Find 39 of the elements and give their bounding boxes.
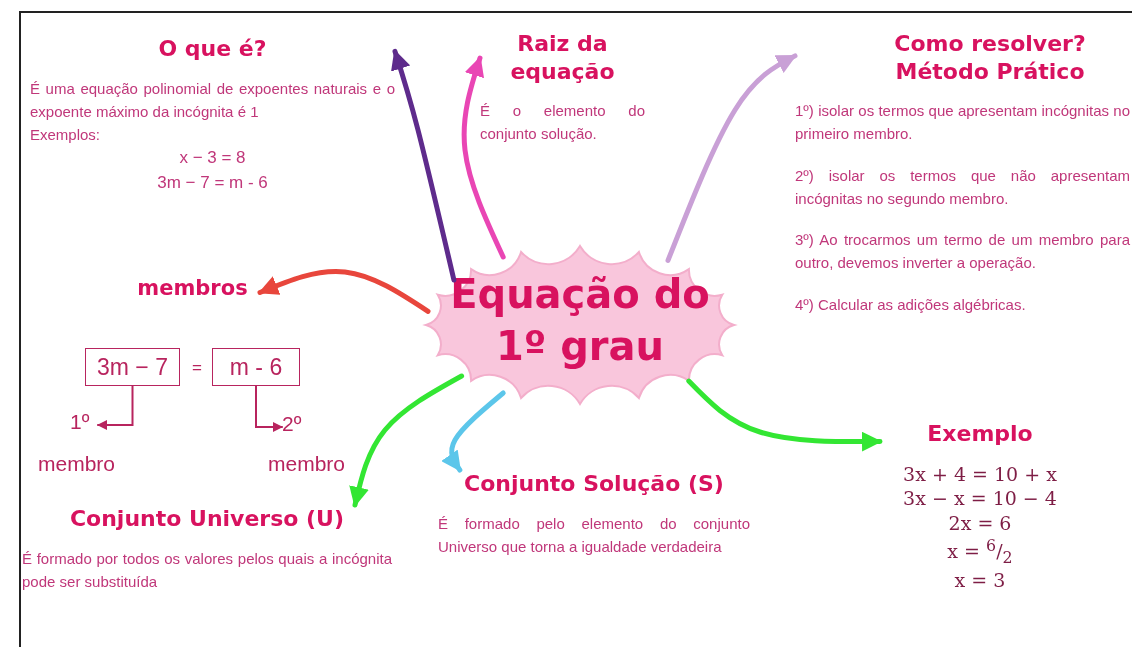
- equation: x = 3: [953, 568, 1007, 593]
- curved-arrow: [686, 378, 883, 452]
- ordinal-label: 2º: [282, 412, 312, 442]
- curved-arrow: [391, 48, 457, 283]
- step-text: 1º) isolar os termos que apresentam incógnitas no primeiro membro.: [795, 101, 1130, 145]
- equation: 3m − 7 = m - 6: [156, 171, 269, 194]
- equation: 3x − x = 10 − 4: [902, 486, 1058, 511]
- expression-box: m - 6: [212, 348, 300, 386]
- heading: membros: [136, 275, 249, 302]
- curved-arrow: [349, 373, 465, 508]
- description-text: É uma equação polinomial de expoentes naturais e o expoente máximo da incógnita é 1: [30, 78, 395, 122]
- step-text: 4º) Calcular as adições algébricas.: [795, 294, 1027, 315]
- step-text: 2º) isolar os termos que não apresentam incógnitas no segundo membro.: [795, 165, 1130, 209]
- central-topic: Equação do 1º grau: [449, 270, 711, 371]
- equation: x − 3 = 8: [178, 147, 247, 170]
- heading: Conjunto Solução (S): [463, 470, 725, 498]
- heading: Exemplo: [926, 420, 1034, 448]
- description-text: Exemplos:: [30, 125, 102, 145]
- equals-sign: =: [192, 358, 202, 378]
- leader-arrow: [255, 385, 283, 432]
- description-text: É formado pelo elemento do conjunto Universo que torna a igualdade verdadeira: [438, 513, 750, 557]
- step-text: 3º) Ao trocarmos um termo de um membro para outro, devemos inverter a operação.: [795, 230, 1130, 274]
- member-label: membro: [268, 452, 346, 476]
- equation: 2x = 6: [947, 510, 1013, 536]
- leader-arrow: [97, 385, 134, 430]
- curved-arrow: [461, 55, 506, 260]
- heading: O que é?: [157, 35, 268, 63]
- description-text: É o elemento do conjunto solução.: [480, 101, 645, 145]
- member-label: membro: [38, 452, 116, 476]
- heading: Como resolver? Método Prático: [893, 30, 1087, 85]
- curved-arrow: [665, 53, 798, 263]
- equation: x = $^{6}$/$_{2}$: [946, 535, 1014, 569]
- equation: 3x + 4 = 10 + x: [902, 461, 1058, 487]
- description-text: É formado por todos os valores pelos quais a incógnita pode ser substituída: [22, 548, 392, 592]
- curved-arrow: [441, 390, 506, 473]
- heading: Conjunto Universo (U): [68, 505, 346, 533]
- ordinal-label: 1º: [70, 410, 98, 440]
- expression-box: 3m − 7: [85, 348, 180, 386]
- heading: Raiz da equação: [509, 30, 616, 85]
